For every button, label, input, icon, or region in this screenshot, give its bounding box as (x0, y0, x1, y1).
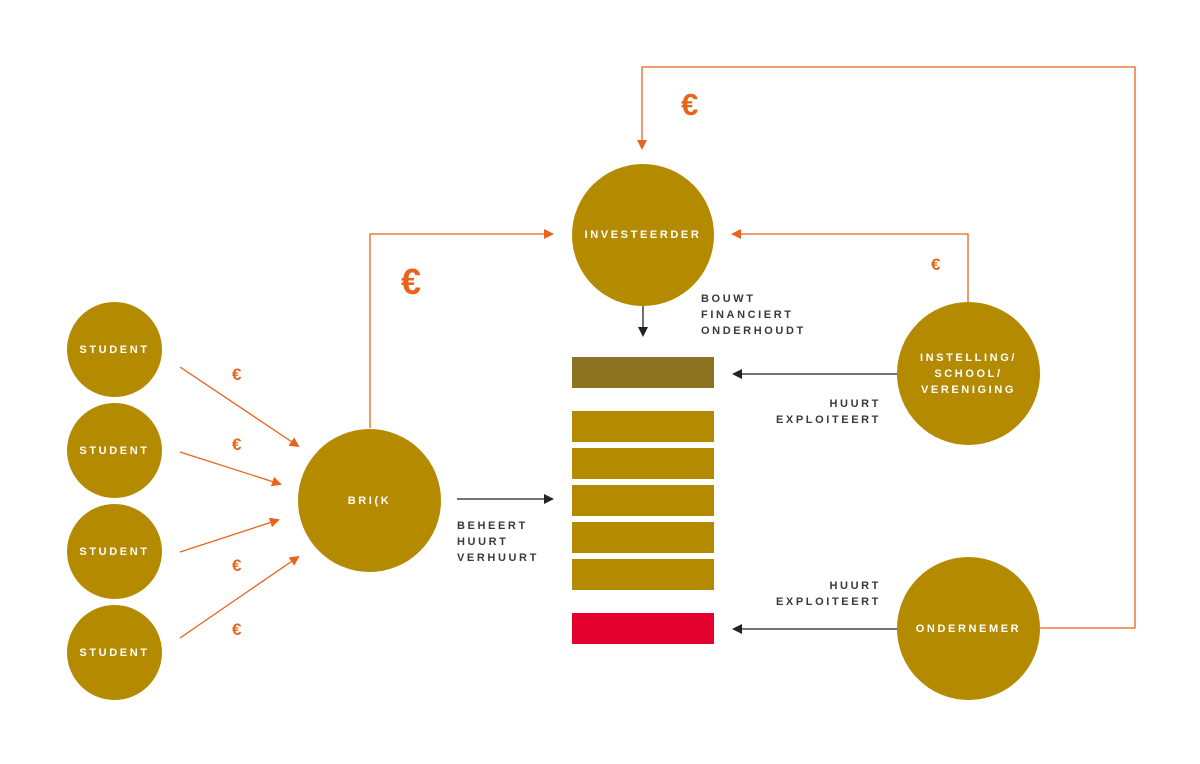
student-label: STUDENT (79, 343, 150, 356)
student-node: STUDENT (67, 403, 162, 498)
euro-icon: € (232, 556, 242, 575)
institution-node: INSTELLING/ SCHOOL/ VERENIGING (897, 302, 1040, 445)
entrepreneur-label: ONDERNEMER (915, 622, 1022, 635)
euro-icon: € (401, 261, 422, 302)
investor-caption: BOUWT FINANCIERT ONDERHOUDT (701, 293, 806, 337)
euro-icon: € (681, 87, 699, 122)
institution-caption: HUURT EXPLOITEERT (776, 398, 881, 426)
arrow-entrepreneur-to-investor (637, 66, 1136, 629)
building-floor (572, 448, 714, 479)
building-floor (572, 411, 714, 442)
building-floor (572, 522, 714, 553)
student-label: STUDENT (79, 444, 150, 457)
building-floor-bottom (572, 613, 714, 644)
student-label: STUDENT (79, 545, 150, 558)
arrow-student1-to-bricck (179, 366, 300, 448)
arrow-bricck-to-investor (369, 229, 554, 428)
euro-icon: € (232, 365, 242, 384)
entrepreneur-caption: HUURT EXPLOITEERT (776, 580, 881, 608)
bricck-caption: BEHEERT HUURT VERHUURT (457, 520, 539, 564)
arrow-institution-to-investor (731, 229, 969, 302)
building-floor (572, 485, 714, 516)
building-floor-top (572, 357, 714, 388)
investor-node: INVESTEERDER (572, 164, 714, 306)
student-node: STUDENT (67, 302, 162, 397)
institution-label: INSTELLING/ SCHOOL/ VERENIGING (919, 351, 1018, 396)
euro-icon: € (931, 255, 941, 274)
investor-label: INVESTEERDER (584, 229, 702, 241)
bricck-node: BRI(K (298, 429, 441, 572)
arrow-student4-to-bricck (179, 555, 300, 639)
arrow-student3-to-bricck (179, 517, 280, 553)
bricck-label: BRI(K (347, 494, 392, 507)
arrow-student2-to-bricck (179, 451, 282, 487)
student-label: STUDENT (79, 646, 150, 659)
entrepreneur-node: ONDERNEMER (897, 557, 1040, 700)
student-node: STUDENT (67, 605, 162, 700)
euro-icon: € (232, 620, 242, 639)
student-node: STUDENT (67, 504, 162, 599)
euro-icon: € (232, 435, 242, 454)
building-floor (572, 559, 714, 590)
